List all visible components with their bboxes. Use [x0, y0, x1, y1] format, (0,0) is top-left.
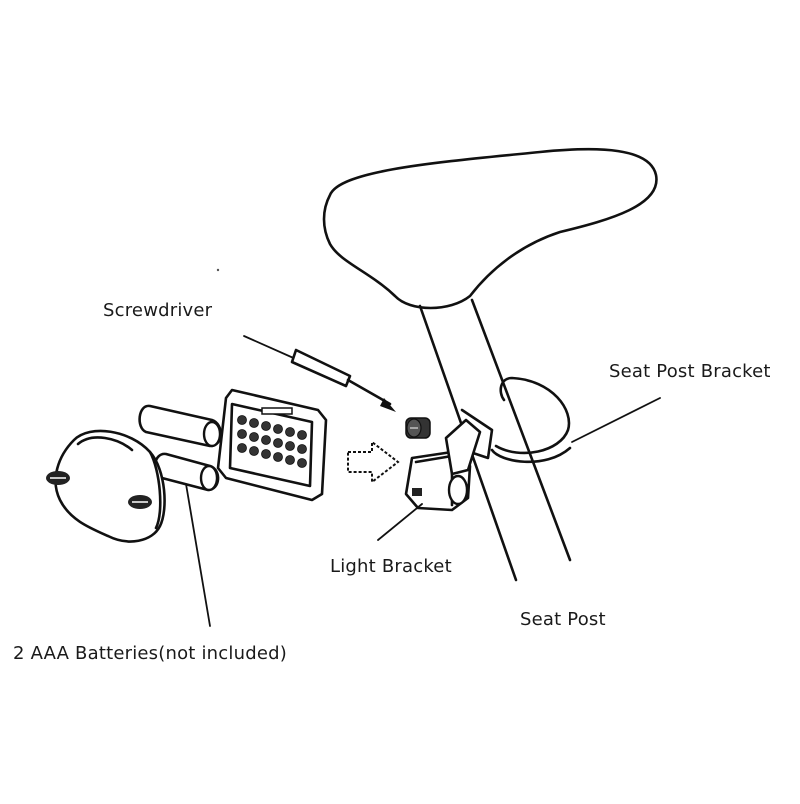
seat-post	[418, 298, 572, 582]
screwdriver-label: Screwdriver	[103, 300, 213, 321]
light-bracket	[404, 418, 482, 512]
batteries-label: 2 AAA Batteries(not included)	[13, 643, 287, 664]
saddle	[322, 147, 658, 310]
light-bracket-label: Light Bracket	[330, 556, 452, 577]
battery-holder	[216, 388, 328, 502]
assembly-arrow	[347, 439, 400, 485]
screw	[405, 417, 431, 439]
leader-lines	[185, 397, 661, 627]
seat-post-bracket-label: Seat Post Bracket	[609, 361, 771, 382]
batteries	[138, 404, 223, 492]
screwdriver	[243, 335, 396, 412]
light-housing	[46, 429, 166, 543]
seat-post-bracket	[460, 376, 572, 464]
seat-post-label: Seat Post	[520, 609, 606, 630]
